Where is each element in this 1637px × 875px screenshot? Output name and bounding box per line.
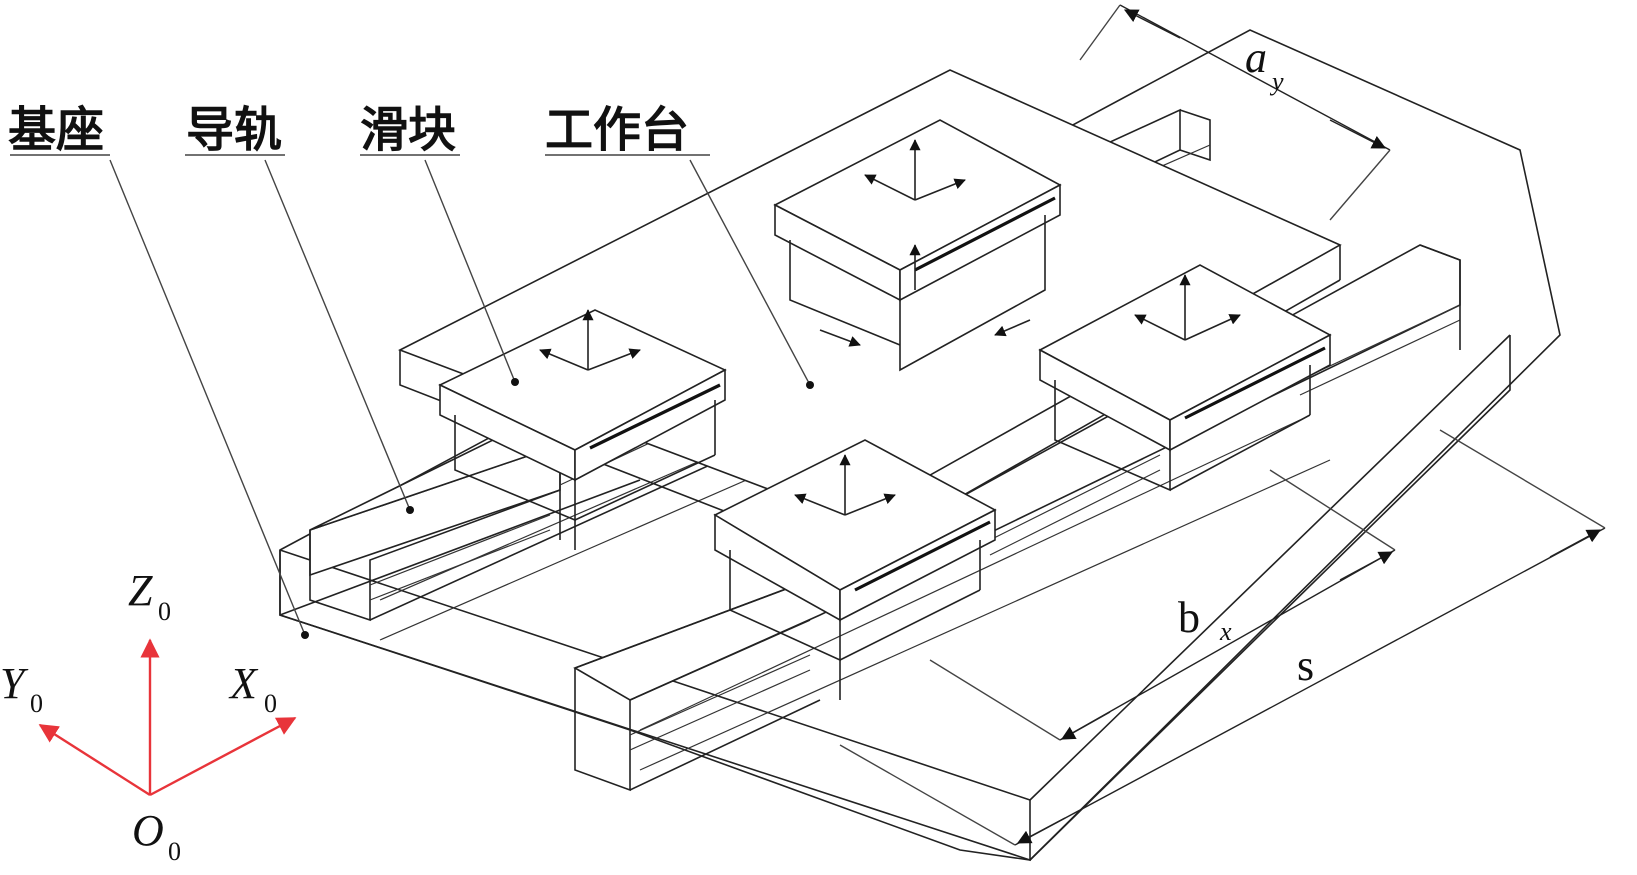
label-rail: 导轨 (186, 102, 282, 158)
dim-b-main: b (1178, 593, 1200, 642)
dim-label-ay: a y (1245, 33, 1284, 96)
label-leaders (10, 154, 814, 639)
x-axis-sub: 0 (264, 689, 277, 718)
dim-b-sub: x (1219, 617, 1232, 646)
y-axis-sub: 0 (30, 689, 43, 718)
origin-sub: 0 (168, 837, 181, 866)
slider-4 (1038, 264, 1332, 492)
dim-s: s (1297, 641, 1314, 690)
origin-label: O (132, 806, 164, 855)
x-axis-label: X (228, 659, 259, 708)
x-axis-arrow (149, 716, 297, 797)
dim-a-sub: y (1269, 67, 1284, 96)
force-arrows (539, 139, 1241, 516)
y-axis-arrow (38, 723, 151, 797)
dimension-ay (1079, 4, 1391, 221)
label-table: 工作台 (545, 102, 689, 158)
dim-label-bx: b x (1178, 593, 1232, 646)
slider-1 (438, 309, 727, 550)
slider-2 (773, 119, 1062, 372)
coordinate-frame: Z 0 Y 0 X 0 O 0 (0, 566, 297, 866)
slider-3 (713, 439, 997, 700)
label-slider: 滑块 (360, 102, 456, 158)
dim-a-main: a (1245, 33, 1267, 82)
z-axis-sub: 0 (158, 597, 171, 626)
label-base: 基座 (8, 102, 104, 158)
y-axis-label: Y (0, 659, 29, 708)
dimension-s (839, 429, 1606, 846)
dimension-bx (929, 469, 1396, 741)
z-axis-label: Z (128, 566, 153, 615)
